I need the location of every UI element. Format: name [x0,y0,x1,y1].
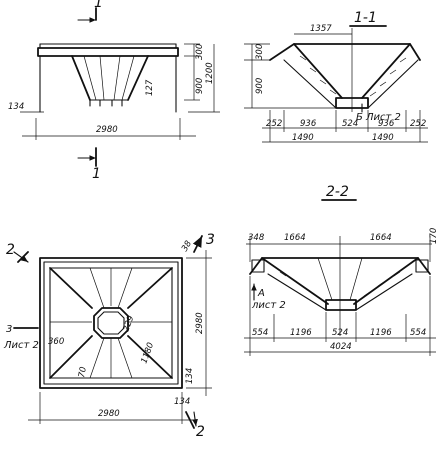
dim-right-edge-2: 554 [410,328,426,338]
section-mark-2-bottom-label: 2 [196,424,205,440]
section-cut-mark-2: 2 [6,242,29,263]
callout-a: A [257,288,265,299]
dim-edge-right: 134 [185,368,195,384]
section-1-1: 1-1 1357 300 900 [244,10,428,143]
dim-total-height: 1200 [205,62,215,84]
dim-opening: 360 [48,337,64,347]
section-cut-mark-bottom: 1 [77,147,101,182]
dim-left-slope: 936 [300,119,317,129]
dim-overall-width: 2980 [96,125,118,135]
callout-b: Б [356,112,363,123]
dim-opening-2: 524 [332,328,348,338]
dim-left-edge: 252 [266,119,282,129]
plan-outline [39,257,183,389]
dim-opening: 524 [342,119,358,129]
dim-right-edge: 252 [410,119,426,129]
dim-plan-width: 2980 [98,409,120,419]
section-cut-mark-2-bottom: 2 [185,411,205,440]
hopper-elevation-outline [37,43,179,113]
dim-edge-bottom: 134 [174,397,190,407]
dim-left-slope-2: 1196 [290,328,312,338]
section-mark-label: 1 [94,0,103,11]
dim-small: 70 [77,366,89,378]
section-mark-3-label: 3 [206,232,215,248]
dim-right-edge-top: 170 [429,228,439,244]
section-cut-mark-top: 1 [77,0,103,23]
section-mark-3-side: 3 [6,324,12,335]
dim-top-height-1: 300 [255,44,265,60]
dim-side-height: 900 [255,78,265,94]
dim-top-left: 1664 [284,233,306,243]
section-1-1-title: 1-1 [354,10,377,26]
section-mark-2-label: 2 [6,242,15,258]
dim-top-right: 1664 [370,233,392,243]
section-2-2: 2-2 348 1664 1664 [244,184,439,356]
dim-hopper-height: 900 [195,78,205,94]
section-2-2-title: 2-2 [326,184,349,200]
dim-plan-height: 2980 [195,312,205,334]
dim-top-span: 1357 [310,24,332,34]
dim-corner: 38 [180,239,194,254]
sheet-reference-2: лист 2 [251,300,286,311]
sheet-reference: Лист 2 [365,112,401,123]
section-1-1-dimensions: 1357 300 900 252 936 524 936 252 1490 14… [244,24,428,143]
section-2-2-dimensions: 348 1664 1664 170 554 1196 524 1196 554 … [244,228,439,356]
dim-lug: 127 [145,79,155,96]
dim-left-edge-top: 348 [248,233,265,243]
section-cut-mark-3-side: 3 Лист 2 [3,324,39,351]
sheet-reference-plan: Лист 2 [3,340,39,351]
dim-half-left: 1490 [292,133,314,143]
plan-view: 2 3 38 360 [3,232,215,440]
dim-left-offset: 134 [8,102,24,112]
dim-top-height: 300 [195,44,205,60]
dim-overall-2: 4024 [330,342,352,352]
dim-left-edge-2: 554 [252,328,268,338]
elevation-view: 1 1 [8,0,220,182]
dim-right-slope: 936 [378,119,395,129]
section-mark-label: 1 [92,166,101,182]
dim-half-right: 1490 [372,133,394,143]
elevation-dimensions: 300 900 1200 2980 134 127 [8,43,220,140]
section-1-1-outline [269,43,421,109]
dim-right-slope-2: 1196 [370,328,392,338]
section-cut-mark-3: 3 38 [180,232,215,254]
